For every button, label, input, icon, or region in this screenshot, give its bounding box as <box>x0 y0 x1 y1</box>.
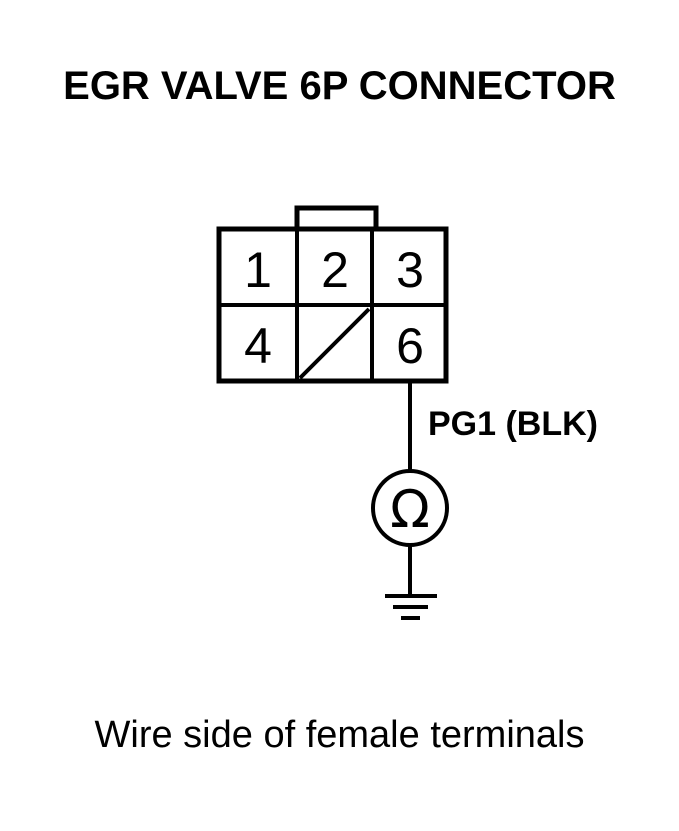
diagonal-slash-icon <box>298 307 371 380</box>
connector-lock-tab <box>294 205 379 229</box>
pin-3-label: 3 <box>396 242 424 298</box>
pin-2-label: 2 <box>321 242 349 298</box>
meter-symbol: Ω <box>390 480 430 540</box>
pin-4-label: 4 <box>244 318 272 374</box>
pin-1-label: 1 <box>244 242 272 298</box>
diagram-title: EGR VALVE 6P CONNECTOR <box>63 64 616 108</box>
wire-label: PG1 (BLK) <box>428 405 598 443</box>
ohmmeter-icon: Ω <box>371 469 449 547</box>
pin-6-label: 6 <box>396 318 424 374</box>
diagram-caption: Wire side of female terminals <box>94 714 585 756</box>
ground-symbol-icon <box>385 594 437 620</box>
